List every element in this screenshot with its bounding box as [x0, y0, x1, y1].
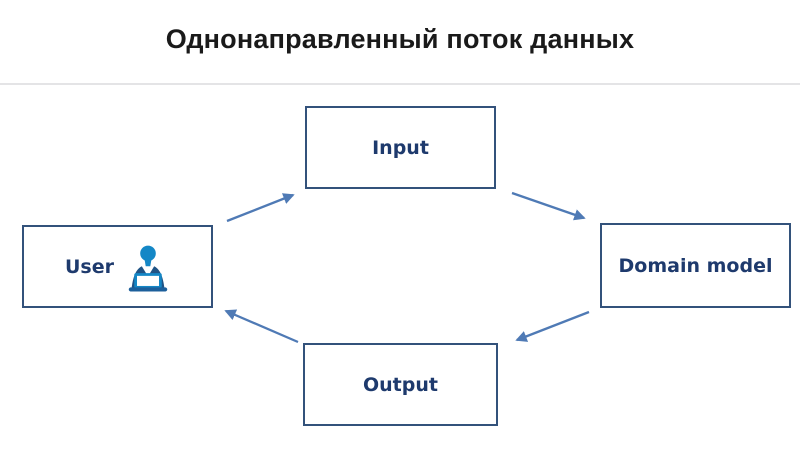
diagram-title: Однонаправленный поток данных: [165, 24, 635, 54]
arrow-user-to-input: [226, 193, 295, 223]
node-domain-model: Domain model: [600, 223, 791, 308]
arrow-domain-model-to-output: [515, 310, 590, 342]
title-divider: [0, 83, 800, 85]
node-output-label: Output: [363, 373, 438, 396]
person-at-laptop-icon: [128, 245, 168, 292]
node-input-label: Input: [372, 136, 429, 159]
node-user-label: User: [65, 255, 114, 278]
node-user: User: [22, 225, 213, 308]
arrow-output-to-user: [224, 309, 299, 344]
node-input: Input: [305, 106, 496, 189]
arrow-input-to-domain-model: [511, 191, 586, 221]
node-domain-model-label: Domain model: [618, 254, 773, 277]
node-output: Output: [303, 343, 498, 426]
